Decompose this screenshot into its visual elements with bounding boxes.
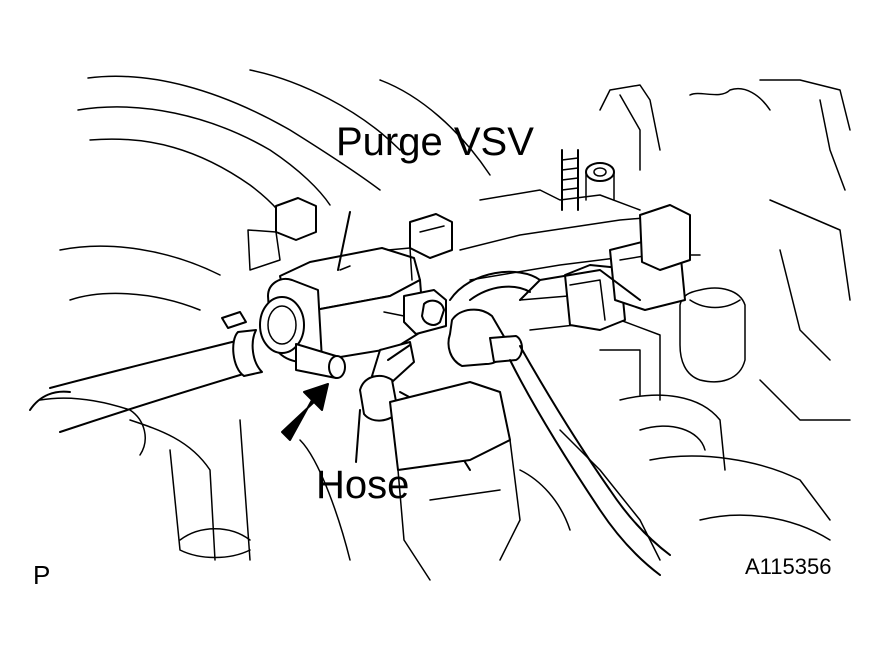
lower-block bbox=[389, 381, 521, 581]
hose-clamp bbox=[221, 311, 263, 377]
purge-vsv-body bbox=[259, 211, 425, 379]
hose-leader-line bbox=[355, 409, 361, 463]
connector-block bbox=[564, 204, 691, 331]
engine-background bbox=[39, 69, 851, 561]
hose-label: Hose bbox=[316, 463, 410, 507]
figure-number: A115356 bbox=[745, 554, 832, 579]
purge-vsv-label: Purge VSV bbox=[336, 120, 534, 164]
left-hose bbox=[29, 339, 251, 433]
intake-pipe bbox=[449, 269, 641, 301]
view-mark: P bbox=[33, 560, 51, 590]
vsv-connector bbox=[383, 289, 447, 335]
arrow-up-right-icon bbox=[281, 383, 329, 441]
hose-coupling bbox=[447, 308, 671, 576]
manifold-bracket bbox=[247, 197, 453, 281]
mounting-stud bbox=[561, 149, 615, 211]
